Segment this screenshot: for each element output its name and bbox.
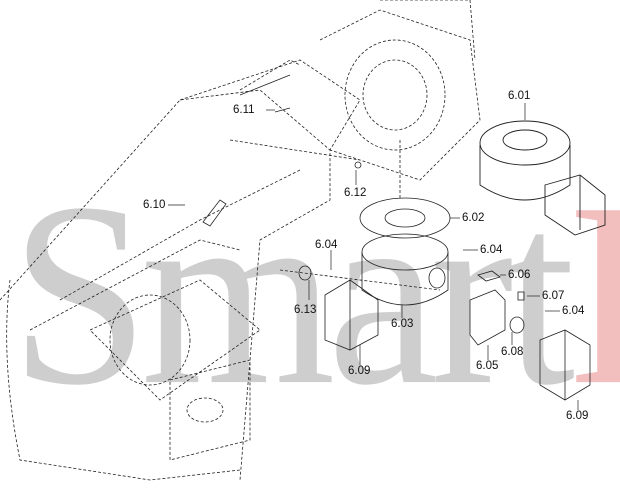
part-6-06-cover [477, 270, 501, 282]
part-6-10-bracket [202, 199, 227, 227]
part-6-01-blower [479, 120, 606, 236]
watermark-text: Smart [10, 149, 575, 440]
part-6-05-actuator [469, 289, 506, 346]
label-6-05: 6.05 [476, 360, 499, 372]
part-6-03-housing [361, 233, 449, 306]
part-6-02-plate [359, 197, 451, 239]
label-6-09-right: 6.09 [566, 410, 589, 422]
label-6-12: 6.12 [344, 187, 367, 199]
watermark-accent: I [567, 149, 620, 440]
burner-housing-dashed [0, 0, 481, 481]
label-6-04-middle: 6.04 [480, 244, 503, 256]
label-6-04-left: 6.04 [315, 239, 338, 251]
watermark-logo: SmartIco [10, 163, 620, 427]
leader-lines [168, 103, 579, 410]
label-6-07: 6.07 [542, 290, 565, 302]
label-6-01: 6.01 [508, 90, 531, 102]
part-6-09-motor-left [324, 279, 379, 351]
label-6-10: 6.10 [143, 199, 166, 211]
label-6-11: 6.11 [233, 104, 255, 116]
label-6-06: 6.06 [508, 269, 531, 281]
part-6-07-connector [517, 291, 525, 301]
label-6-08: 6.08 [501, 346, 524, 358]
label-6-04-right: 6.04 [562, 305, 585, 317]
label-6-03: 6.03 [391, 318, 414, 330]
part-6-08-coupling [509, 316, 525, 334]
label-6-13: 6.13 [294, 304, 317, 316]
label-6-09-left: 6.09 [348, 365, 371, 377]
part-6-13-gasket [298, 265, 312, 281]
part-6-11-bolt [239, 74, 291, 113]
part-6-12-nut [354, 161, 362, 169]
label-6-02: 6.02 [462, 212, 485, 224]
part-6-09-motor-right [539, 329, 591, 401]
